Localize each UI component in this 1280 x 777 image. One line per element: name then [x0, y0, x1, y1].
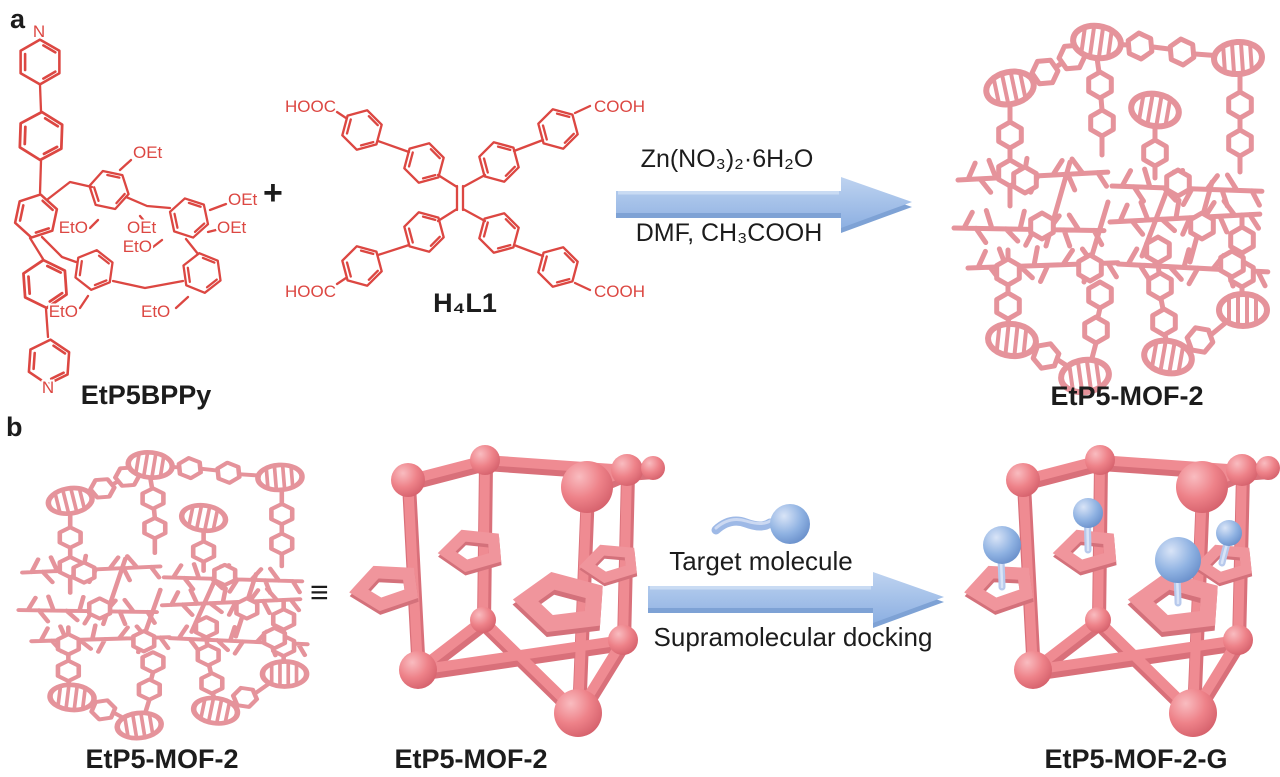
- equivalence-sign: ≡: [310, 574, 329, 610]
- mof-crystal-rendering-a: [954, 23, 1269, 395]
- oet-label: OEt: [133, 143, 163, 162]
- h4l1-structure: HOOC COOH HOOC COOH: [283, 95, 647, 303]
- pyridine-n-label: N: [42, 378, 54, 397]
- etp5bppy-atom-labels: N N OEt OEt OEt OEt EtO EtO EtO EtO: [31, 20, 260, 399]
- etp5bppy-name-label: EtP5BPPy: [80, 380, 212, 410]
- mof-name-label-a: EtP5-MOF-2: [1050, 381, 1204, 411]
- cube-name-label: EtP5-MOF-2: [394, 744, 548, 774]
- h4l1-acid-labels: HOOC COOH HOOC COOH: [283, 95, 647, 303]
- oet-label: OEt: [228, 190, 258, 209]
- pyridine-n-label: N: [33, 22, 45, 41]
- plus-sign: +: [263, 174, 283, 212]
- panel-b-label: b: [6, 412, 23, 442]
- target-molecule-icon: [711, 504, 810, 544]
- panel-a-label: a: [10, 4, 26, 34]
- cooh-label: COOH: [594, 282, 645, 301]
- oet-label: OEt: [217, 218, 247, 237]
- target-molecule-label: Target molecule: [669, 546, 853, 576]
- reaction-conditions-top: Zn(NO₃)₂·6H₂O: [640, 145, 814, 173]
- eto-label: EtO: [59, 218, 88, 237]
- cooh-label: COOH: [594, 97, 645, 116]
- cube-cartoon-with-guests: [972, 445, 1280, 737]
- h4l1-name-label: H₄L1: [433, 288, 497, 318]
- cube-cartoon-empty: [357, 445, 665, 737]
- hooc-label: HOOC: [285, 97, 336, 116]
- eto-label: EtO: [49, 302, 78, 321]
- docked-guest-molecules: [983, 498, 1242, 607]
- docking-label: Supramolecular docking: [653, 622, 933, 652]
- oet-label: OEt: [127, 218, 157, 237]
- product-g-name-label: EtP5-MOF-2-G: [1044, 744, 1228, 774]
- mof-name-label-b: EtP5-MOF-2: [85, 744, 239, 774]
- etp5bppy-structure: N N OEt OEt OEt OEt EtO EtO EtO EtO: [11, 20, 260, 399]
- reaction-conditions-bottom: DMF, CH₃COOH: [635, 219, 823, 247]
- eto-label: EtO: [141, 302, 170, 321]
- eto-label: EtO: [123, 237, 152, 256]
- mof-crystal-rendering-b: [18, 450, 308, 740]
- docking-arrow: [648, 572, 944, 628]
- hooc-label: HOOC: [285, 282, 336, 301]
